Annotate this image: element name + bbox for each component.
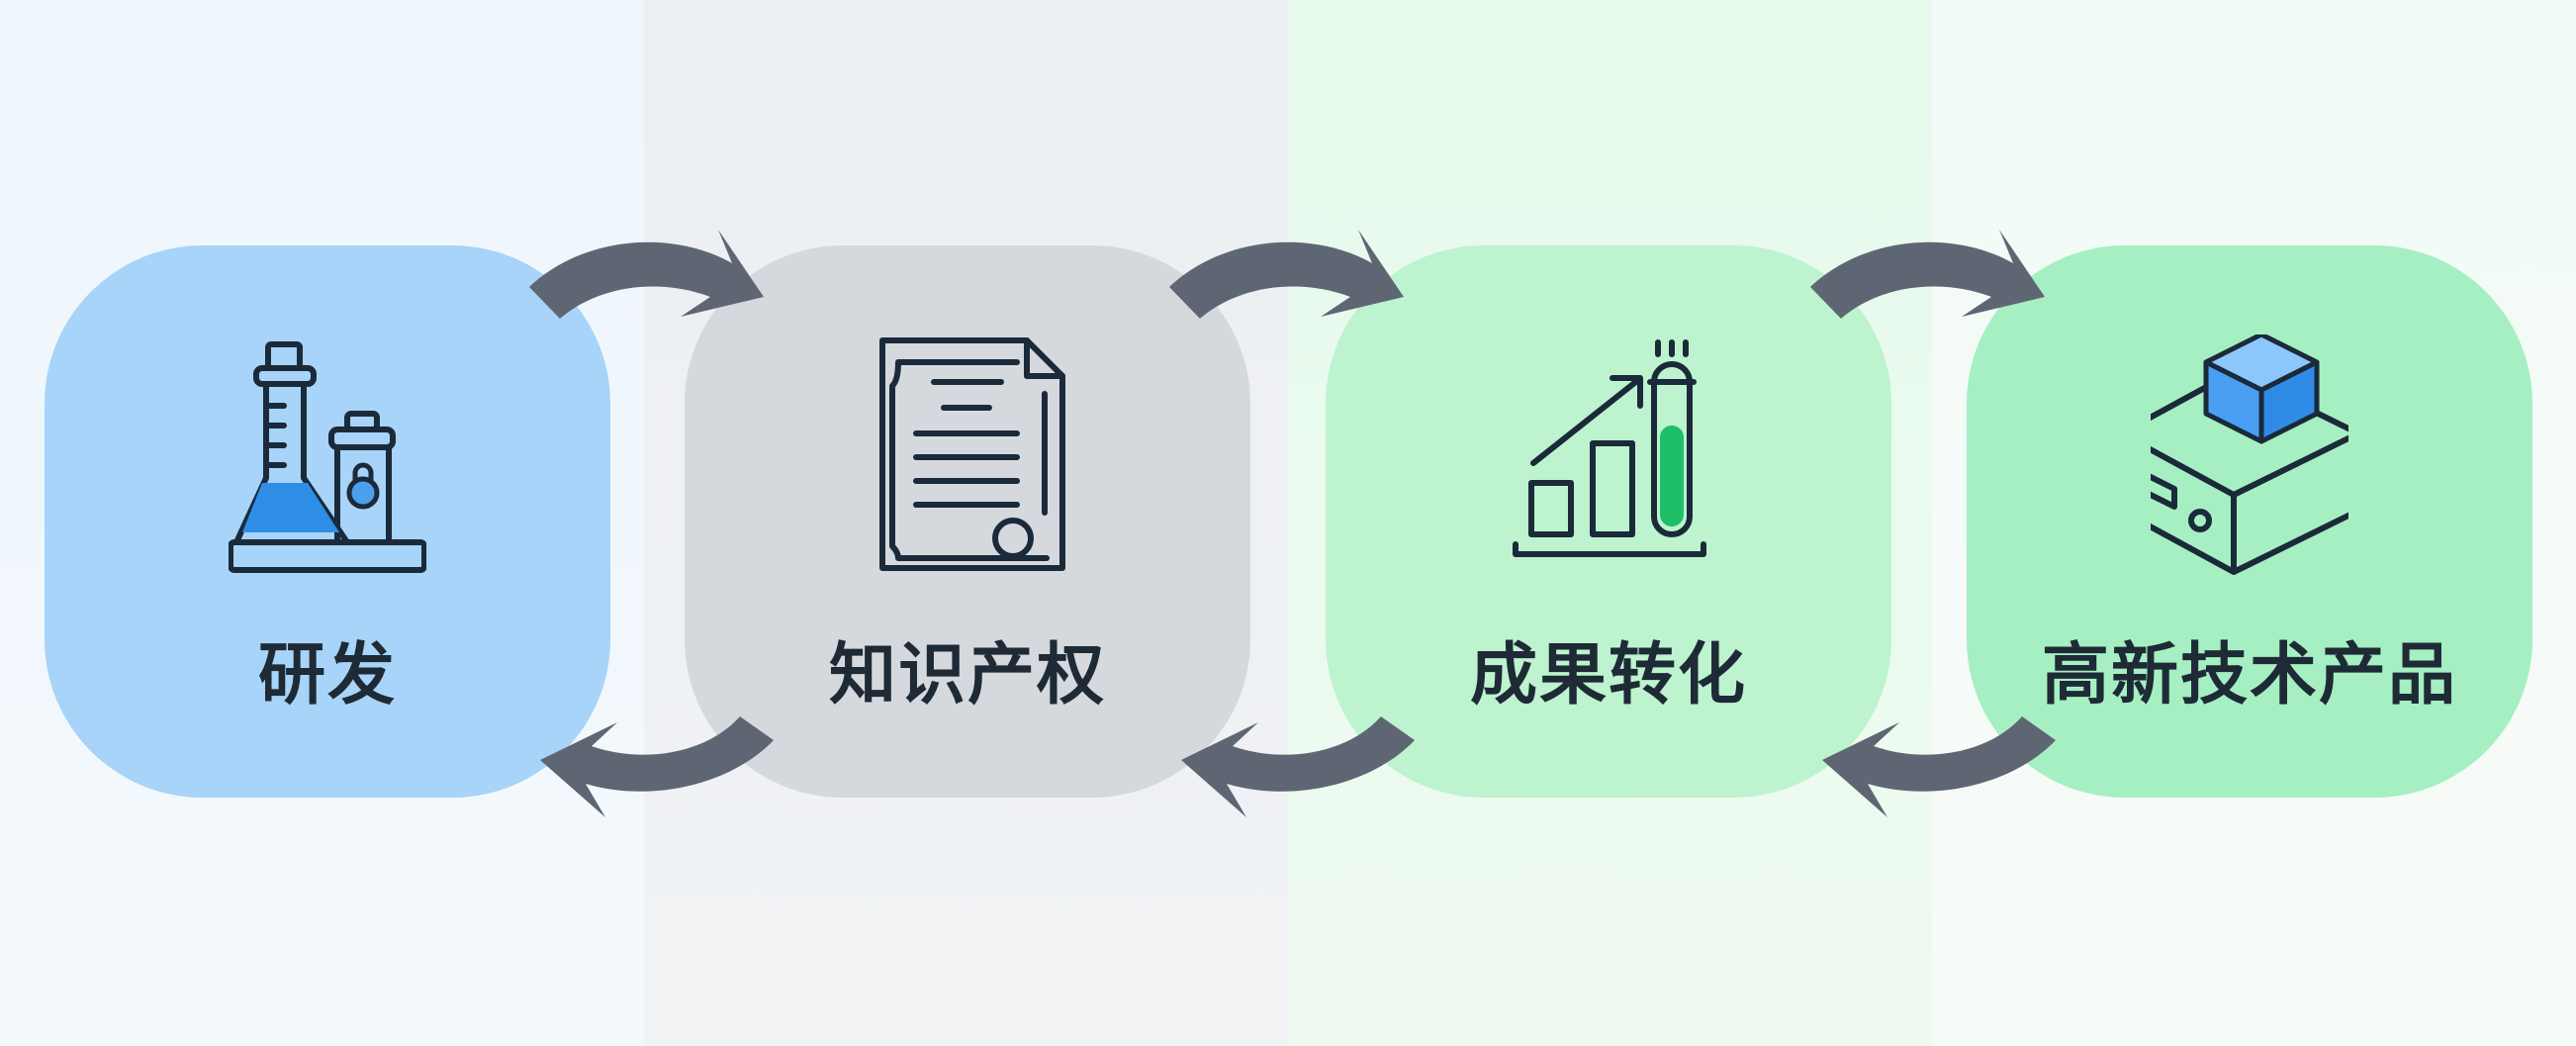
forward-arrow-icon xyxy=(1169,230,1404,319)
forward-arrow-icon xyxy=(529,230,764,319)
backward-arrow-icon xyxy=(1822,716,2056,817)
forward-arrow-icon xyxy=(1810,230,2045,319)
backward-arrow-icon xyxy=(540,716,774,817)
backward-arrow-icon xyxy=(1181,716,1415,817)
